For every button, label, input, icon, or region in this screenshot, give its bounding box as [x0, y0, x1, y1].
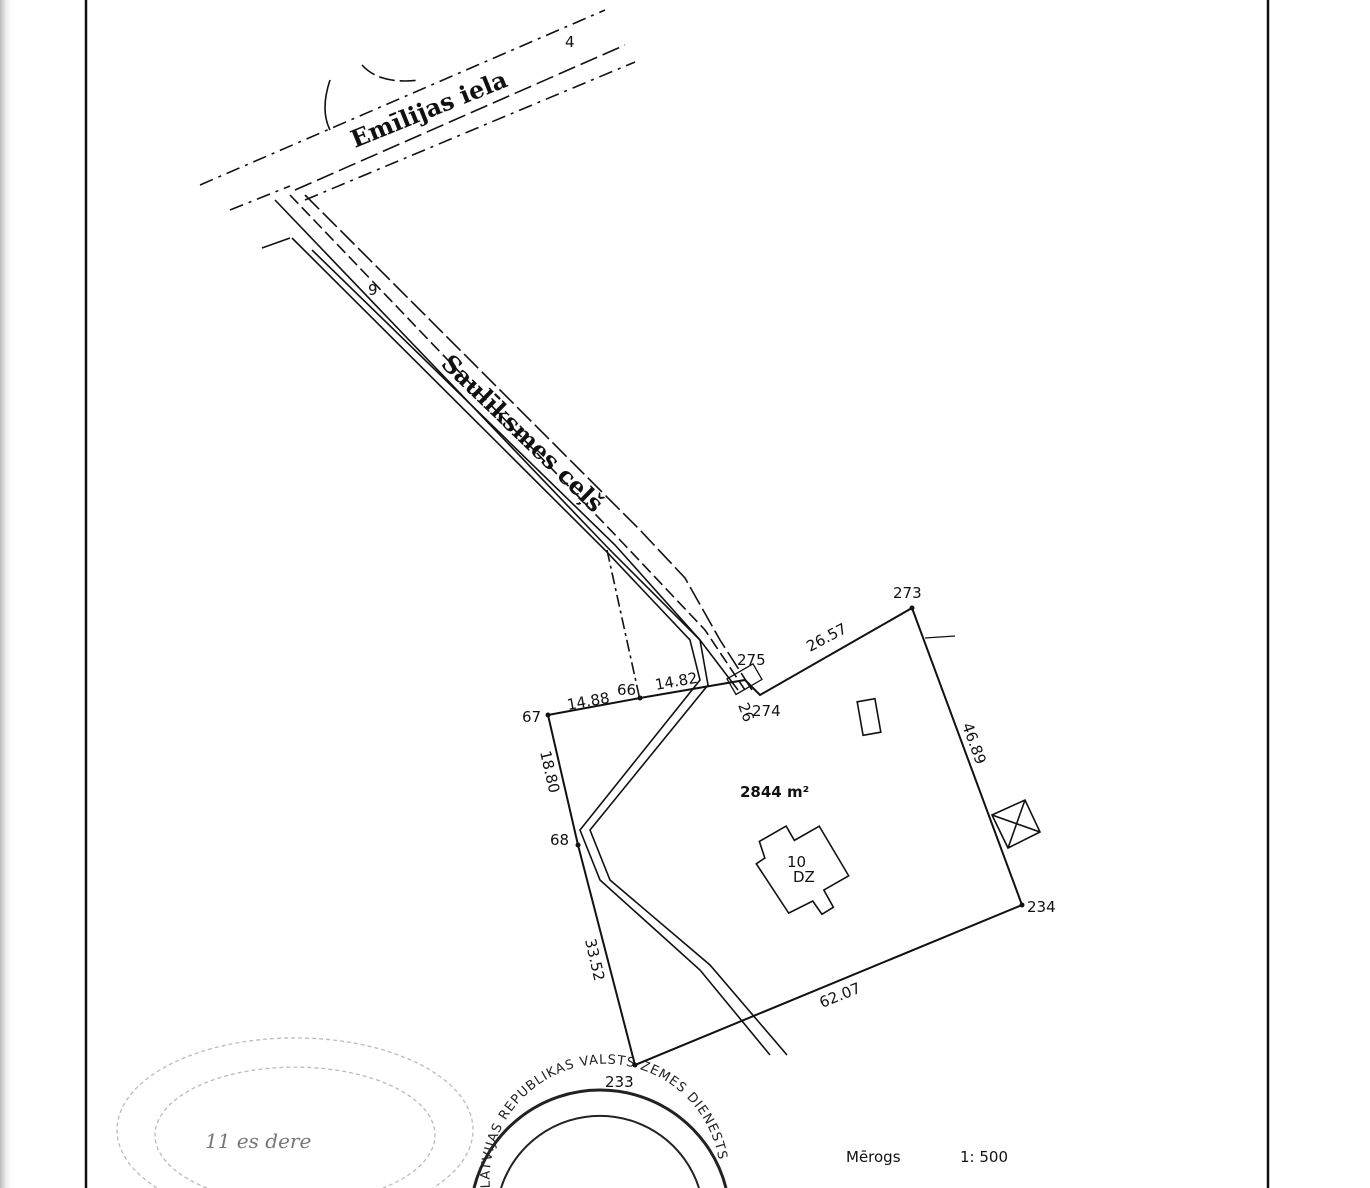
boundary-tick [924, 635, 956, 639]
road-saulismes-cels [261, 194, 788, 1056]
stamp-handwriting: 11 es dere [205, 1129, 311, 1153]
label-point-66: 66 [617, 681, 636, 699]
point-markers [545, 605, 1025, 1068]
parcel-area: 2844 m² [740, 783, 809, 801]
scan-edge-shadow [0, 0, 12, 1188]
parcel-boundary [546, 606, 1024, 1067]
label-point-9: 9 [368, 281, 378, 299]
building-number: 10 [787, 853, 806, 871]
label-point-67: 67 [522, 708, 541, 726]
label-point-234: 234 [1027, 898, 1056, 916]
label-point-273: 273 [893, 584, 922, 602]
building-outline [755, 824, 850, 916]
label-point-233: 233 [605, 1073, 634, 1091]
label-point-26: 26 [734, 700, 757, 724]
distance-274-273: 26.57 [803, 619, 849, 655]
label-point-274: 274 [752, 702, 781, 720]
faded-stamp [116, 1037, 474, 1188]
street-emilijas-iela [199, 9, 636, 211]
pylon-icon [990, 798, 1042, 850]
distance-234-233: 62.07 [817, 979, 864, 1012]
distance-68-67: 18.80 [536, 749, 563, 795]
label-point-275: 275 [737, 651, 766, 669]
label-point-68: 68 [550, 831, 569, 849]
distance-67-66: 14.88 [566, 689, 611, 714]
building-code: DZ [793, 868, 815, 886]
label-saulismes-cels: Saulīksmes ceļš [436, 348, 610, 517]
scale-value: 1: 500 [960, 1148, 1008, 1166]
round-stamp [472, 1088, 728, 1188]
label-emilijas-iela: Emīlijas iela [346, 64, 511, 153]
small-structure [726, 662, 763, 696]
shed-outline [856, 697, 882, 737]
scale-label: Mērogs [846, 1148, 901, 1166]
label-street-number: 4 [565, 33, 575, 51]
